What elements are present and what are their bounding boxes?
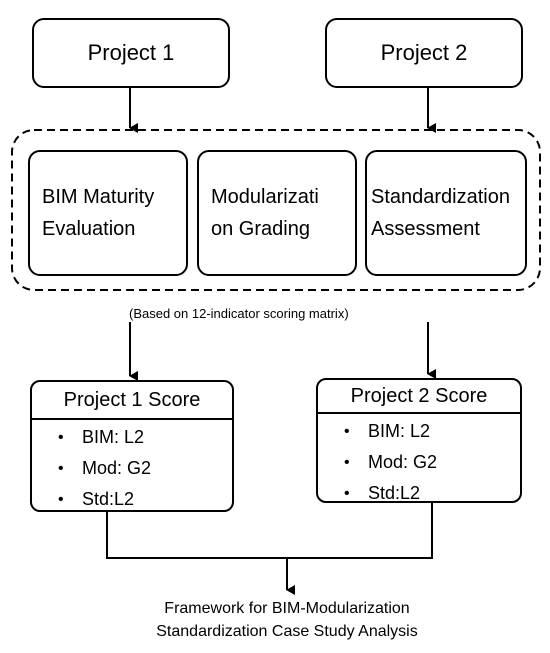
bim-maturity-evaluation-box: BIM Maturity Evaluation	[28, 150, 188, 276]
project-1-box: Project 1	[32, 18, 230, 88]
modularization-grading-label: Modularizati on Grading	[211, 186, 319, 240]
list-item: • BIM: L2	[318, 416, 520, 447]
project-1-score-title: Project 1 Score	[32, 382, 232, 420]
score-value: Std:L2	[82, 489, 135, 509]
framework-title-line-1: Framework for BIM-Modularization	[164, 600, 410, 617]
bim-maturity-evaluation-label: BIM Maturity Evaluation	[42, 186, 155, 240]
bullet-icon: •	[344, 453, 350, 471]
project-2-box: Project 2	[325, 18, 523, 88]
list-item: • Std:L2	[32, 484, 232, 510]
list-item: • Mod: G2	[318, 447, 520, 478]
project-1-label: Project 1	[87, 40, 175, 65]
list-item: • BIM: L2	[32, 422, 232, 453]
score-value: BIM: L2	[368, 421, 431, 441]
bullet-icon: •	[58, 459, 64, 477]
bullet-icon: •	[58, 428, 64, 446]
project-1-score-box: Project 1 Score • BIM: L2 • Mod: G2 • St…	[30, 380, 234, 512]
score-value: Mod: G2	[82, 458, 152, 478]
bullet-icon: •	[344, 422, 350, 440]
project-2-label: Project 2	[380, 40, 468, 65]
score-value: Mod: G2	[368, 452, 438, 472]
score-value: BIM: L2	[82, 427, 145, 447]
project-2-score-list: • BIM: L2 • Mod: G2 • Std:L2	[318, 416, 520, 503]
standardization-assessment-box: Standardization Assessment	[365, 150, 527, 276]
list-item: • Mod: G2	[32, 453, 232, 484]
modularization-grading-box: Modularizati on Grading	[197, 150, 357, 276]
project-2-score-box: Project 2 Score • BIM: L2 • Mod: G2 • St…	[316, 378, 522, 503]
project-1-score-list: • BIM: L2 • Mod: G2 • Std:L2	[32, 422, 232, 510]
matrix-note: (Based on 12-indicator scoring matrix)	[129, 306, 349, 321]
score-value: Std:L2	[368, 483, 421, 503]
bullet-icon: •	[344, 484, 350, 502]
list-item: • Std:L2	[318, 478, 520, 503]
project-2-score-title: Project 2 Score	[318, 380, 520, 414]
framework-title-line-2: Standardization Case Study Analysis	[156, 623, 418, 640]
merge-connector	[106, 503, 433, 559]
standardization-assessment-label: Standardization Assessment	[371, 186, 510, 240]
bullet-icon: •	[58, 490, 64, 508]
evaluation-group-frame	[11, 129, 541, 291]
